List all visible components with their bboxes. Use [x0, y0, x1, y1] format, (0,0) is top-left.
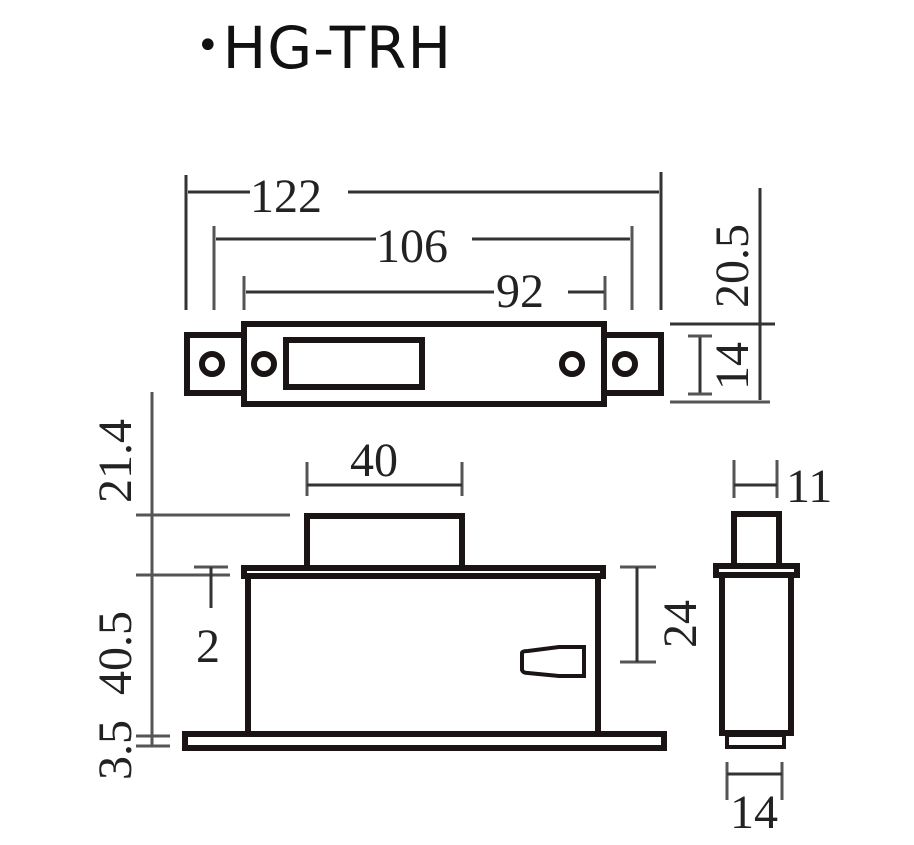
dim-overall-length: 122: [250, 170, 322, 223]
dim-keyhole-offset: 24: [654, 600, 707, 648]
model-title: •HG-TRH: [196, 8, 452, 92]
dim-overall-height: 20.5: [706, 224, 759, 308]
side-view: 11 14: [713, 460, 832, 839]
dim-hole-span: 106: [376, 220, 448, 273]
dim-body-height: 40.5: [89, 611, 142, 695]
mounting-hole: [199, 351, 225, 377]
dim-body-depth: 14: [730, 786, 778, 839]
mounting-hole: [559, 351, 585, 377]
dim-base-thickness: 3.5: [89, 720, 142, 780]
mounting-hole: [251, 351, 277, 377]
dim-bolt-projection: 21.4: [89, 419, 142, 503]
dim-flange-thickness: 2: [196, 620, 220, 673]
dim-bolt-width: 40: [350, 434, 398, 487]
bullet: •: [196, 22, 221, 69]
keyhole: [520, 645, 586, 678]
dim-bolt-depth: 11: [786, 460, 832, 513]
dim-plate-length: 92: [496, 265, 544, 318]
mounting-hole: [612, 351, 638, 377]
dim-plate-height: 14: [706, 342, 759, 390]
front-view: 40 21.4 40.5 3.5 2 24: [89, 392, 707, 780]
model-name: HG-TRH: [222, 14, 453, 82]
top-view: 122 106 92 20.5 14: [184, 170, 775, 407]
